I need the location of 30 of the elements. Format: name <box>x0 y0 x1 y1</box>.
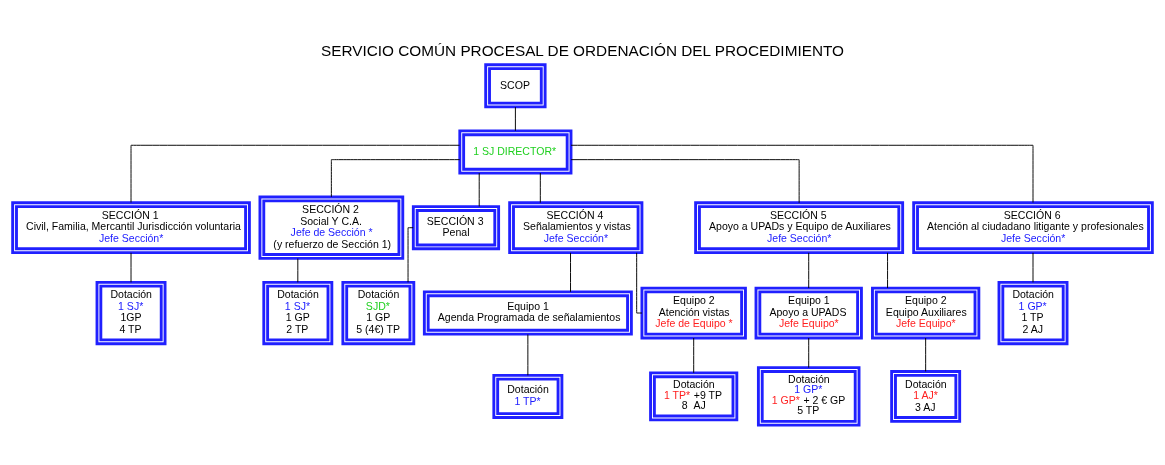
node-box: SECCIÓN 3 Penal <box>411 205 501 251</box>
connector <box>808 252 810 289</box>
node-box: Dotación 1 GP* 1 TP 2 AJ <box>997 280 1069 346</box>
node-box: 1 SJ DIRECTOR* <box>458 129 573 175</box>
connector <box>887 252 889 289</box>
node-box: Dotación 1 SJ* 1 GP 2 TP <box>262 280 334 346</box>
node-box: Equipo 1 Agenda Programada de señalamientos <box>422 290 633 336</box>
connector <box>808 337 810 369</box>
connector <box>570 159 800 204</box>
connector <box>570 252 571 293</box>
node-box: SECCIÓN 2 Social Y C.A. Jefe de Sección * (y refuerzo de Sección 1) <box>258 195 405 260</box>
node-box: SECCIÓN 5 Apoyo a UPADs y Equipo de Auxiliares Jefe Sección* <box>694 201 905 255</box>
node-box: SECCIÓN 4 Señalamientos y vistas Jefe Sección* <box>508 201 644 255</box>
node-box: SCOP <box>484 63 547 109</box>
node-box: Dotación SJD* 1 GP 5 (4€) TP <box>341 280 416 346</box>
connector <box>539 172 541 204</box>
diagram-title: SERVICIO COMÚN PROCESAL DE ORDENACIÓN DEL PROCEDIMIENTO <box>321 41 844 59</box>
connector <box>636 252 643 314</box>
connector <box>478 172 480 207</box>
node-box: SECCIÓN 1 Civil, Familia, Mercantil Jurisdicción voluntaria Jefe Sección* <box>11 201 251 255</box>
connector <box>925 337 927 372</box>
connector <box>514 106 516 132</box>
connector <box>570 144 1034 203</box>
node-box: SECCIÓN 6 Atención al ciudadano litigante y profesionales Jefe Sección* <box>912 201 1154 255</box>
connector <box>130 144 460 203</box>
connector <box>693 337 695 374</box>
connector <box>297 258 299 283</box>
node-box: Dotación 1 GP* 1 GP* + 2 € GP 5 TP <box>756 366 861 427</box>
connector <box>330 159 461 198</box>
node-box: Dotación 1 SJ* 1GP 4 TP <box>95 280 167 346</box>
